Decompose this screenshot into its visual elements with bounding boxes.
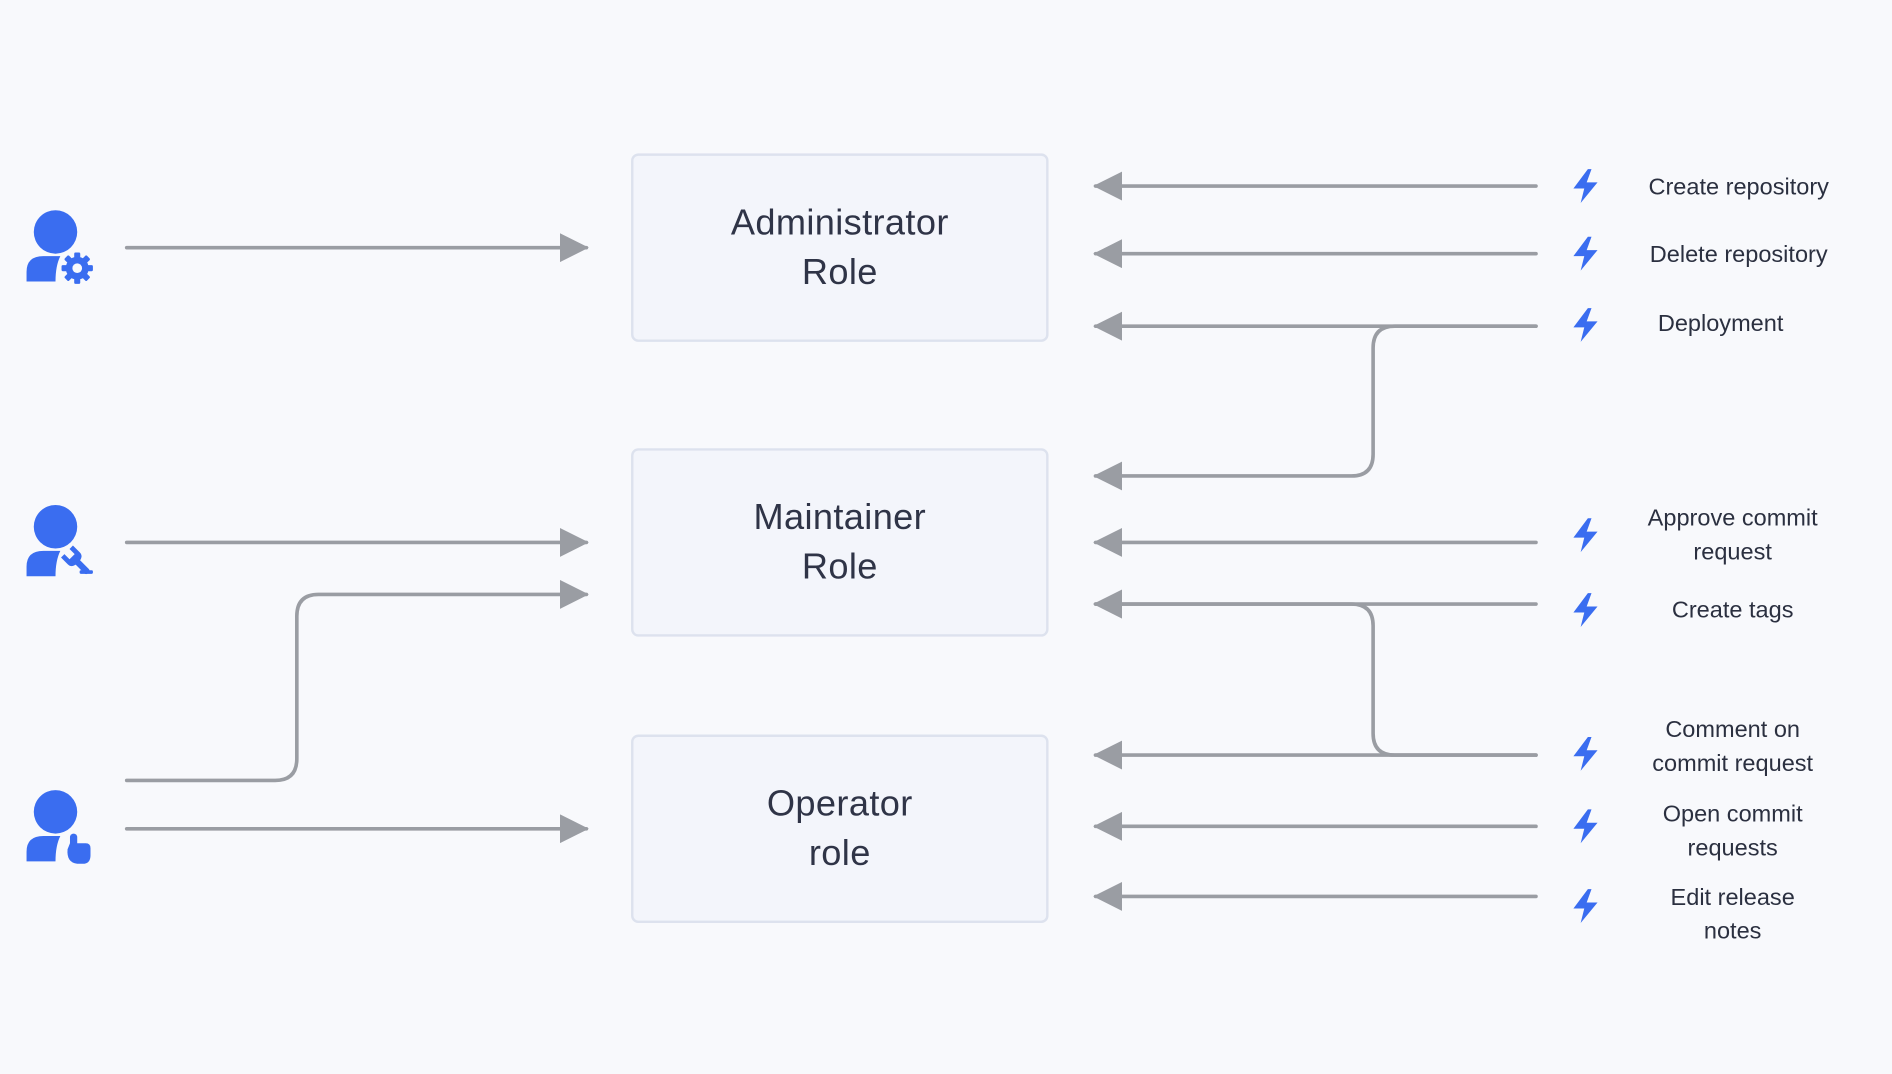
role-title-line2: Role [801,547,878,588]
role-title-line1: Operator [766,784,913,824]
permission-approve-commit-request: Approve commit request [1588,501,1878,569]
lightning-icon [1573,736,1598,771]
lightning-icon [1573,889,1598,923]
permission-open-commit-requests: Open commit requests [1588,797,1878,865]
permission-label-line1: Create tags [1671,596,1794,624]
permission-label-line1: Edit release [1670,884,1795,911]
permission-label-line1: Delete repository [1649,241,1828,269]
role-box-maintainer: Maintainer Role [631,448,1049,637]
role-title-line2: Role [801,252,878,293]
connector-operator-user-to-maintainer [124,579,589,783]
permission-label-line1: Open commit [1662,800,1803,828]
permission-edit-release-notes: Edit release notes [1588,881,1878,949]
lightning-icon [1573,169,1598,203]
user-hand-pointer-icon [26,790,91,864]
lightning-icon [1573,809,1598,844]
permission-label-line1: Comment on [1665,716,1801,743]
permission-label-line2: notes [1703,918,1762,945]
permission-label-line2: requests [1687,834,1778,862]
permission-label-line1: Approve commit [1647,504,1818,532]
lightning-icon [1573,518,1598,553]
permission-delete-repository: Delete repository [1594,238,1884,272]
permission-label-line1: Deployment [1657,310,1784,338]
role-title-line1: Maintainer [753,497,927,538]
user-wrench-icon [26,504,93,577]
permission-comment-on-commit-request: Comment on commit request [1588,713,1878,781]
permission-label-line2: commit request [1652,750,1814,777]
connector-deployment-maintainer [1093,324,1538,491]
lightning-icon [1573,593,1598,628]
permission-create-repository: Create repository [1594,170,1884,204]
permission-label-line1: Create repository [1648,173,1829,201]
permission-deployment: Deployment [1576,307,1866,341]
lightning-icon [1573,236,1598,271]
lightning-icon [1573,308,1598,342]
role-box-administrator: Administrator Role [631,153,1049,342]
permission-label-line2: request [1693,538,1772,566]
user-gear-icon [26,210,93,284]
role-box-operator: Operator role [631,734,1049,923]
role-title-line1: Administrator [730,202,949,243]
permission-create-tags: Create tags [1588,593,1878,627]
role-title-line2: role [808,833,871,874]
connector-comment-to-maintainer [1093,589,1538,757]
